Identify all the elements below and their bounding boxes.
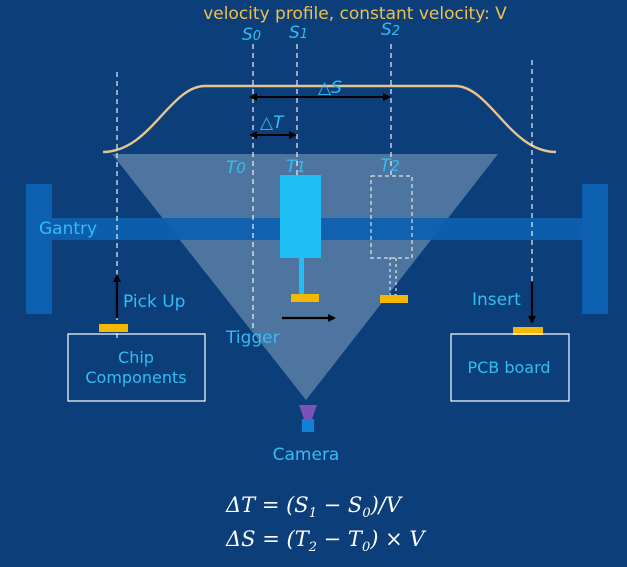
t1-label: T1 [286,157,306,177]
s1-label: S1 [289,23,308,43]
placement-head [280,175,321,258]
delta-s-label: △S [318,78,342,98]
t2-label: T2 [380,156,400,176]
nozzle-tip-t2 [380,295,408,303]
diagram-title: velocity profile, constant velocity: V [203,4,507,24]
nozzle-tip-t1 [291,294,319,302]
pcb-component-part [513,327,543,335]
pick-up-label: Pick Up [123,292,185,312]
delta-s-equation: ΔS = (T2 − T0) × V [226,527,425,556]
camera-lens-icon [299,405,317,419]
chip-components-label-line2: Components [85,368,186,387]
chip-components-label-line1: Chip [118,348,154,367]
insert-label: Insert [472,290,521,310]
placement-nozzle-t2-outline [389,257,397,296]
gantry-label: Gantry [39,219,97,239]
placement-nozzle [299,258,304,294]
camera-label: Camera [273,445,340,465]
trigger-label: Tigger [225,328,280,348]
gantry-right-upright [582,184,608,314]
s0-label: S0 [242,25,261,45]
pcb-board-box [450,333,570,402]
pcb-board-label: PCB board [467,358,550,377]
gantry-left-upright [26,184,52,314]
s2-label: S2 [381,20,400,40]
delta-t-equation: ΔT = (S1 − S0)/V [226,493,402,522]
t0-label: T0 [226,158,246,178]
chip-component-part [99,324,128,332]
camera-body-icon [302,419,314,432]
delta-t-label: △T [260,113,285,133]
chip-components-box [67,333,206,402]
velocity-profile-curve [102,84,557,154]
camera-view-cone [112,154,498,400]
